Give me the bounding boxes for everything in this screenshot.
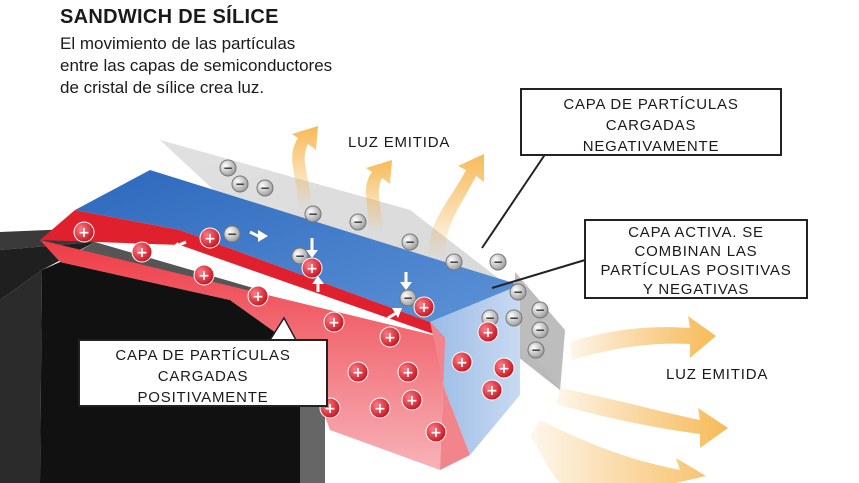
negative-sign: − <box>531 343 541 357</box>
positive-sign: + <box>204 231 216 247</box>
negative-sign: − <box>260 181 270 195</box>
negative-sign: − <box>405 235 415 249</box>
negative-particle <box>223 225 241 243</box>
positive-sign: + <box>482 325 494 341</box>
negative-particle <box>256 179 274 197</box>
negative-sign: − <box>223 161 233 175</box>
diagram-title: SANDWICH DE SÍLICE <box>60 6 279 28</box>
negative-particle <box>531 301 549 319</box>
positive-sign: + <box>402 365 414 381</box>
negative-sign: − <box>449 255 459 269</box>
callout-line: PARTÍCULAS POSITIVAS <box>600 262 792 279</box>
positive-sign: + <box>352 365 364 381</box>
callout-line: CARGADAS <box>605 117 697 134</box>
negative-sign: − <box>535 323 545 337</box>
positive-sign: + <box>198 268 210 284</box>
negative-particle <box>531 321 549 339</box>
positive-particle <box>247 285 269 307</box>
positive-sign: + <box>324 401 336 417</box>
negative-sign: − <box>235 177 245 191</box>
particles: −−−−−−−−−−−−−−−−−+++++++++++++++++++ <box>73 159 549 443</box>
negative-particle <box>527 341 545 359</box>
negative-particle <box>489 253 507 271</box>
callout-line: CARGADAS <box>157 368 249 385</box>
negative-sign: − <box>308 207 318 221</box>
negative-particle <box>509 283 527 301</box>
negative-sign: − <box>403 291 413 305</box>
subtitle-line: El movimiento de las partículas <box>60 34 296 53</box>
negative-particle <box>401 233 419 251</box>
positive-sign: + <box>136 245 148 261</box>
callout-line: Y NEGATIVAS <box>642 281 750 298</box>
negative-sign: − <box>295 249 305 263</box>
negative-sign: − <box>227 227 237 241</box>
callout-negative-layer: CAPA DE PARTÍCULAS CARGADAS NEGATIVAMENT… <box>520 88 782 156</box>
positive-sign: + <box>456 355 468 371</box>
negative-sign: − <box>535 303 545 317</box>
positive-particle <box>481 379 503 401</box>
positive-particle <box>425 421 447 443</box>
negative-particle <box>445 253 463 271</box>
positive-particle <box>131 241 153 263</box>
diagram-subtitle: El movimiento de las partículas entre la… <box>60 33 480 99</box>
positive-sign: + <box>498 361 510 377</box>
positive-particle <box>193 264 215 286</box>
positive-particle <box>199 227 221 249</box>
negative-particle <box>505 309 523 327</box>
positive-particle <box>397 361 419 383</box>
positive-sign: + <box>252 289 264 305</box>
subtitle-line: entre las capas de semiconductores <box>60 56 333 75</box>
positive-particle <box>451 351 473 373</box>
positive-particle <box>73 221 95 243</box>
positive-particle <box>401 389 423 411</box>
negative-sign: − <box>485 311 495 325</box>
positive-sign: + <box>78 225 90 241</box>
positive-sign: + <box>306 261 318 277</box>
negative-particle <box>231 175 249 193</box>
callout-positive-layer: CAPA DE PARTÍCULAS CARGADAS POSITIVAMENT… <box>78 339 328 407</box>
light-label-right: LUZ EMITIDA <box>666 366 769 383</box>
negative-particle <box>304 205 322 223</box>
light-label-top: LUZ EMITIDA <box>348 134 451 151</box>
positive-particle <box>379 326 401 348</box>
negative-sign: − <box>493 255 503 269</box>
positive-particle <box>369 397 391 419</box>
positive-sign: + <box>418 300 430 316</box>
light-arrows <box>292 126 728 483</box>
negative-particle <box>349 213 367 231</box>
motion-arrows <box>168 230 412 320</box>
positive-sign: + <box>486 383 498 399</box>
negative-sign: − <box>509 311 519 325</box>
positive-particle <box>323 311 345 333</box>
positive-particle <box>301 257 323 279</box>
positive-sign: + <box>430 425 442 441</box>
negative-sign: − <box>353 215 363 229</box>
positive-particle <box>477 321 499 343</box>
positive-sign: + <box>384 330 396 346</box>
positive-particle <box>493 357 515 379</box>
positive-particle <box>347 361 369 383</box>
callout-line: CAPA DE PARTÍCULAS <box>563 96 739 113</box>
positive-sign: + <box>328 315 340 331</box>
callout-line: NEGATIVAMENTE <box>582 138 720 155</box>
callout-line: CAPA ACTIVA. SE <box>628 224 764 241</box>
subtitle-line: de cristal de sílice crea luz. <box>60 78 265 97</box>
callout-line: POSITIVAMENTE <box>137 389 269 406</box>
positive-particle <box>413 296 435 318</box>
negative-particle <box>219 159 237 177</box>
callout-active-layer: CAPA ACTIVA. SE COMBINAN LAS PARTÍCULAS … <box>584 219 808 299</box>
positive-sign: + <box>374 401 386 417</box>
positive-sign: + <box>406 393 418 409</box>
negative-particle <box>291 247 309 265</box>
callout-line: CAPA DE PARTÍCULAS <box>115 347 291 364</box>
negative-particle <box>399 289 417 307</box>
negative-sign: − <box>513 285 523 299</box>
callout-line: COMBINAN LAS <box>634 243 758 260</box>
